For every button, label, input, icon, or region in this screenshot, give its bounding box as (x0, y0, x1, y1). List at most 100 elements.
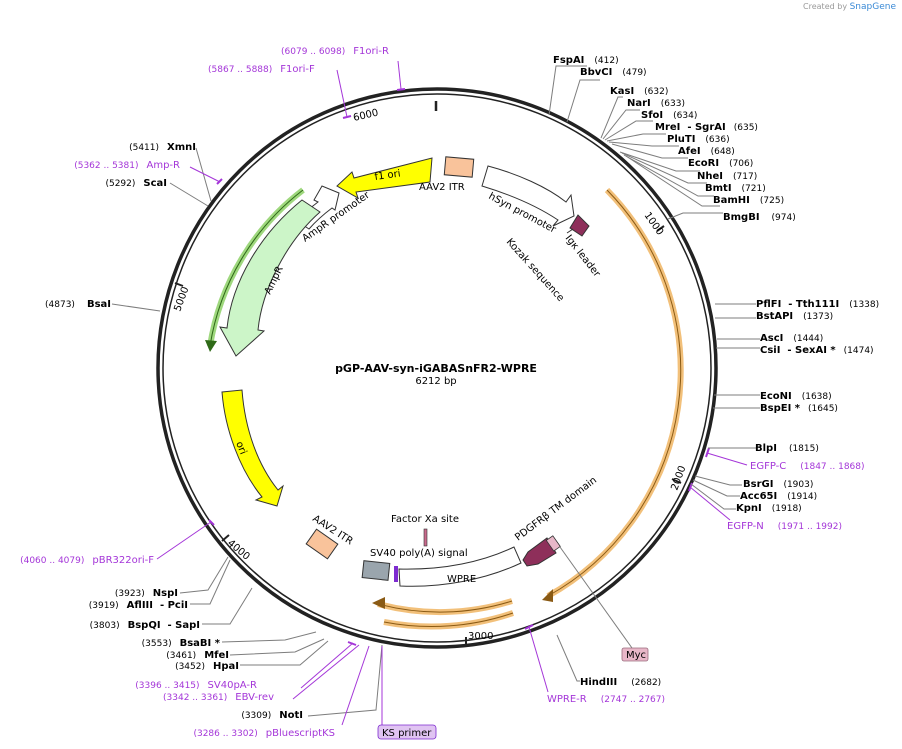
aav2-itr-top-feature (443, 156, 475, 178)
plasmid-name: pGP-AAV-syn-iGABASnFR2-WPRE (335, 362, 537, 375)
primer-mark-f1ori-r (396, 88, 406, 91)
site-bstapi: BstAPI(1373) (756, 311, 833, 322)
site-nari: NarI(633) (627, 98, 685, 109)
tick-5000 (174, 282, 184, 287)
site-bsabi: (3553)BsaBI * (142, 638, 221, 649)
myc-label: Myc (626, 650, 646, 661)
tick-label-1000: 1000 (642, 210, 666, 237)
site-hindiii: HindIII(2682) (580, 677, 661, 688)
site-nspi: (3923)NspI (115, 588, 178, 599)
site-econi: EcoNI(1638) (760, 391, 832, 402)
tick-label-6000: 6000 (352, 107, 379, 123)
site-xmni: (5411)XmnI (129, 142, 196, 153)
primer-wpre-r: WPRE-R(2747 .. 2767) (547, 694, 665, 705)
pdgfrb-feature (522, 537, 557, 567)
orf-arc-bottom-1-arrowhead (372, 597, 385, 609)
tick-label-5000: 5000 (172, 285, 191, 313)
site-noti: (3309)NotI (241, 710, 303, 721)
purple-site-mark (394, 566, 398, 582)
primer-f1ori-f: (5867 .. 5888)F1ori-F (208, 64, 315, 75)
ori-feature (221, 389, 284, 507)
site-bspei: BspEI *(1645) (760, 403, 838, 414)
f1-ori-feature (336, 157, 433, 200)
plasmid-size: 6212 bp (415, 376, 456, 387)
ori-label: ori (233, 440, 248, 456)
ampr-feature (219, 199, 321, 357)
site-bsrgi: BsrGI(1903) (743, 479, 813, 490)
factor-xa-feature (423, 528, 428, 547)
site-ecori: EcoRI(706) (688, 158, 753, 169)
site-asci: AscI(1444) (760, 333, 823, 344)
site-blpi: BlpI(1815) (755, 443, 819, 454)
site-mfei: (3461)MfeI (166, 650, 229, 661)
primer-pbr322ori-f: (4060 .. 4079)pBR322ori-F (20, 555, 154, 566)
tick-label-4000: 4000 (225, 538, 252, 563)
site-hpai: (3452)HpaI (175, 661, 239, 672)
pdgfrb-label: PDGFRβ TM domain (513, 475, 599, 543)
site-bsai: (4873)BsaI (45, 299, 111, 310)
backbone-inner (162, 93, 712, 643)
kozak-marker (566, 228, 574, 234)
kozak-label: Kozak sequence (504, 237, 566, 304)
orf-arc-bottom-1-core (377, 600, 513, 613)
primer-f1ori-r: (6079 .. 6098)F1ori-R (281, 46, 389, 57)
ks-primer-box (377, 724, 437, 740)
site-bbvci: BbvCI(479) (580, 67, 647, 78)
myc-mark (545, 535, 561, 552)
ampr-orf-arc-core (209, 189, 304, 347)
orf-arc-bottom-2-core (383, 612, 514, 627)
tick-4000 (221, 534, 230, 542)
primer-egfp-n: EGFP-N(1971 .. 1992) (727, 521, 842, 532)
sv40-polya-label: SV40 poly(A) signal (370, 548, 468, 559)
credit: Created by SnapGene (803, 2, 896, 12)
tick-2000 (671, 478, 682, 484)
site-fspai: FspAI(412) (553, 55, 619, 66)
site-csii-sexai: CsiI - SexAI *(1474) (760, 345, 874, 356)
snapgene-logo: SnapGene (849, 2, 896, 12)
primer-leaders (156, 60, 748, 726)
tick-label-2000: 2000 (669, 464, 688, 492)
igk-leader-feature (569, 214, 590, 237)
site-bmti: BmtI(721) (705, 183, 766, 194)
site-bspqi-sapi: (3803)BspQI - SapI (90, 620, 200, 631)
hsyn-promoter-feature (481, 165, 575, 227)
site-pflfi-tth111i: PflFI - Tth111I(1338) (756, 299, 879, 310)
primer-ks: KS primer (382, 728, 432, 739)
site-sfoi: SfoI(634) (641, 110, 697, 121)
myc-leader (559, 546, 633, 649)
primer-mark-pbr322 (208, 519, 215, 526)
primer-mark-egfp-c (705, 447, 710, 458)
site-bamhi: BamHI(725) (713, 195, 784, 206)
site-mrei-sgrai: MreI - SgrAI(635) (655, 122, 758, 133)
site-afei: AfeI(648) (678, 146, 735, 157)
aav2-itr-bottom-feature (305, 528, 339, 560)
site-kasi: KasI(632) (610, 86, 668, 97)
primer-sv40pa-r: (3396 .. 3415)SV40pA-R (135, 680, 257, 691)
myc-box (621, 647, 649, 662)
primer-amp-r: (5362 .. 5381)Amp-R (74, 160, 180, 171)
ampr-orf-arrowhead (205, 340, 217, 352)
site-leaders (111, 65, 760, 717)
factor-xa-label: Factor Xa site (391, 514, 459, 525)
site-afliii-pcii: (3919)AflIII - PciI (89, 600, 188, 611)
site-kpni: KpnI(1918) (736, 503, 802, 514)
tick-1000 (656, 225, 665, 232)
site-acc65i: Acc65I(1914) (740, 491, 817, 502)
orf-arc-outer-core (547, 189, 682, 597)
tick-label-3000: 3000 (468, 631, 493, 642)
wpre-feature (398, 546, 522, 587)
site-nhei: NheI(717) (697, 171, 757, 182)
site-pluti: PluTI(636) (667, 134, 730, 145)
orf-arc-outer-arrowhead (542, 589, 553, 602)
backbone-outer (156, 87, 718, 649)
sv40-polya-feature (361, 560, 391, 581)
primer-egfp-c: EGFP-C(1847 .. 1868) (750, 461, 865, 472)
wpre-label: WPRE (447, 574, 476, 585)
f1-ori-label: f1 ori (374, 168, 401, 183)
primer-ebv-rev: (3342 .. 3361)EBV-rev (163, 692, 274, 703)
aav2-itr-top-label: AAV2 ITR (419, 182, 465, 193)
site-bmgbi: BmgBI(974) (723, 212, 796, 223)
igk-leader-label: Igκ leader (563, 233, 603, 280)
primer-pbluescriptks: (3286 .. 3302)pBluescriptKS (193, 728, 335, 739)
